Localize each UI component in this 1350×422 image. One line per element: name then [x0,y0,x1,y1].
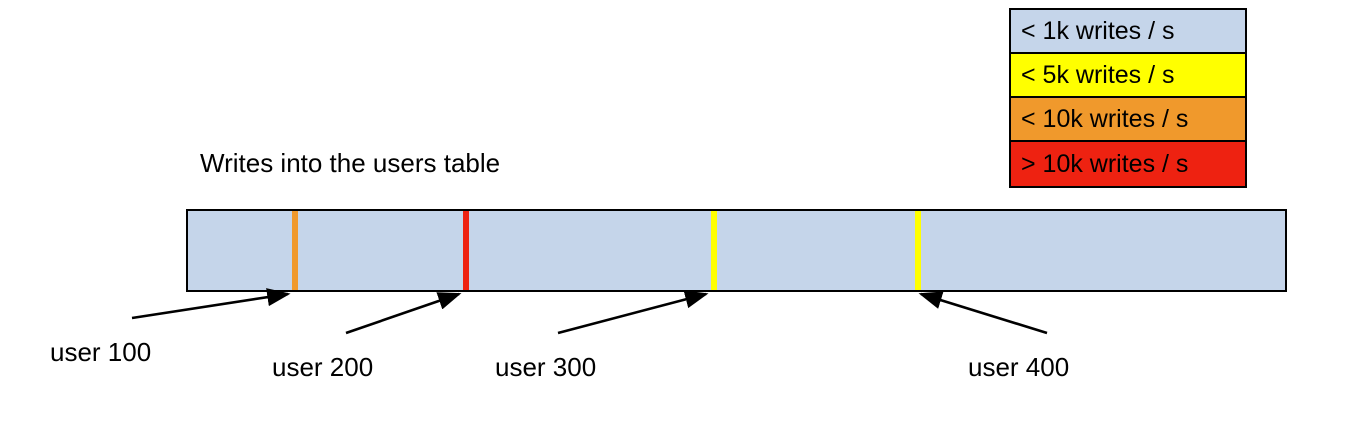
arrow-user-400 [918,291,1048,335]
arrow-user-100 [131,288,291,320]
legend-row-under-1k: < 1k writes / s [1011,10,1245,54]
label-user-200: user 200 [272,352,374,382]
legend-label-over-10k: > 10k writes / s [1021,149,1189,178]
label-user-300: user 300 [495,352,597,382]
legend-row-over-10k: > 10k writes / s [1011,142,1245,186]
stripe-user-100 [292,211,298,290]
legend: < 1k writes / s < 5k writes / s < 10k wr… [1009,8,1247,188]
legend-row-under-5k: < 5k writes / s [1011,54,1245,98]
legend-label-under-1k: < 1k writes / s [1021,16,1175,45]
users-table-bar [186,209,1287,292]
legend-row-under-10k: < 10k writes / s [1011,98,1245,142]
arrow-user-200 [345,292,462,335]
stripe-user-300 [711,211,717,290]
stripe-user-400 [915,211,921,290]
arrow-user-300 [557,290,709,335]
legend-label-under-10k: < 10k writes / s [1021,104,1189,133]
label-user-400: user 400 [968,352,1070,382]
label-user-100: user 100 [50,337,152,367]
legend-label-under-5k: < 5k writes / s [1021,60,1175,89]
chart-title: Writes into the users table [200,148,501,178]
stripe-user-200 [463,211,469,290]
